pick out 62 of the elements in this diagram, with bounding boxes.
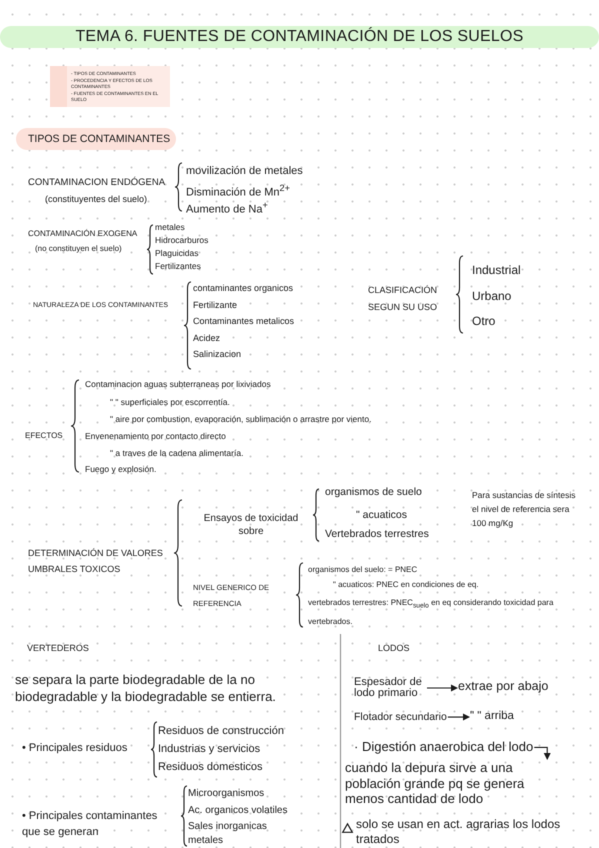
note-text: extrae por abajo	[458, 679, 548, 694]
category-heading: Ensayos de toxicidad sobre	[202, 512, 300, 538]
note-text: (constituyentes del suelo)	[45, 194, 148, 204]
list-item: Ac. organicos volatiles	[188, 805, 288, 816]
note-text: (no constituyen el suelo)	[35, 244, 122, 254]
list-item: Industrias y servicios	[158, 743, 260, 756]
category-heading: CLASIFICACIÓN SEGUN SU USO	[368, 284, 438, 314]
list-item: Fuego y explosión.	[85, 465, 156, 475]
note-text: Espesador de lodo primario	[354, 677, 426, 699]
list-item: Otro	[472, 315, 496, 329]
list-item: Residuos domesticos	[158, 761, 263, 774]
list-item: organismos del suelo: = PNEC	[308, 565, 418, 574]
section-heading: LODOS	[378, 643, 410, 654]
contents-box	[50, 66, 170, 107]
heading-pill	[16, 128, 176, 150]
category-heading: CONTAMINACIÓN EXOGENA	[28, 229, 138, 238]
list-item: Plaguicidas	[155, 249, 198, 259]
list-item: " a traves de la cadena alimentaría.	[110, 449, 244, 459]
list-item: Microorganismos	[188, 788, 264, 800]
list-item: Industrial	[472, 264, 521, 278]
category-heading: DETERMINACIÓN DE VALORES UMBRALES TOXICOS	[28, 547, 164, 576]
list-item: • Principales contaminantes que se generan	[22, 809, 158, 840]
note-text: · Digestión anaerobica del lodo	[354, 740, 534, 755]
list-item: Fertilizante	[193, 300, 238, 310]
note-text: Para sustancias de síntesis el nivel de referencia sera 100 mg/Kg	[472, 489, 576, 530]
list-item: Residuos de construcción	[158, 725, 284, 738]
list-item: Aumento de Na$^{+}$	[186, 200, 268, 216]
list-item: Salinizacion	[193, 349, 242, 360]
note-text: cuando la depura sirve a una población grande pq se genera menos cantidad de lodo	[345, 760, 560, 806]
list-item: metales	[188, 835, 224, 846]
list-item: Vertebrados terrestres	[325, 528, 429, 540]
list-item: organismos de suelo	[325, 486, 422, 498]
page-title: TEMA 6. FUENTES DE CONTAMINACIÓN DE LOS SUELOS	[75, 26, 524, 47]
note-text: solo se usan en act. agrarias los lodos tratados	[356, 817, 562, 847]
section-heading: VERTEDEROS	[27, 643, 89, 654]
list-item: " " superficiales por escorrentía.	[110, 398, 230, 408]
arrow	[448, 714, 470, 721]
list-item: Fertilizantes	[155, 262, 201, 272]
list-item: Acidez	[193, 333, 220, 344]
list-item: Contaminantes metalicos	[193, 316, 294, 326]
list-item: contaminantes organicos	[193, 283, 294, 294]
note-text: Flotador secundario	[354, 711, 447, 724]
list-item: movilización de metales	[186, 165, 303, 178]
section-heading: TIPOS DE CONTAMINANTES	[28, 132, 170, 147]
list-item: • Principales residuos	[22, 742, 128, 755]
list-item: Disminación de Mn$^{2+}$	[186, 183, 290, 200]
list-item: Envenenamiento por contacto directo	[85, 432, 226, 442]
list-item: vertebrados terrestres: PNEC$_{suelo}$ en eq considerando toxicidad para vertebrados.	[308, 597, 554, 628]
list-item: Sales inorganicas	[188, 821, 267, 832]
category-heading: CONTAMINACION ENDÓGENA	[28, 178, 166, 189]
list-item: Hidrocarburos	[155, 236, 208, 246]
list-item: Contaminacion aguas subterraneas por lixiviados	[85, 380, 271, 390]
paragraph: se separa la parte biodegradable de la no biodegradable y la biodegradable se entierra.	[15, 672, 277, 705]
note-text: " " arriba	[470, 710, 514, 724]
list-item: metales	[155, 223, 185, 233]
category-heading: EFECTOS	[25, 431, 63, 440]
list-item: Urbano	[472, 290, 512, 304]
arrow	[427, 684, 458, 692]
list-item: " acuaticos: PNEC en condiciones de eq.	[333, 580, 479, 590]
list-item: " aire por combustion, evaporación, sublimación o arrastre por viento.	[110, 415, 372, 425]
arrow	[534, 746, 551, 760]
list-item: " acuaticos	[356, 509, 408, 522]
